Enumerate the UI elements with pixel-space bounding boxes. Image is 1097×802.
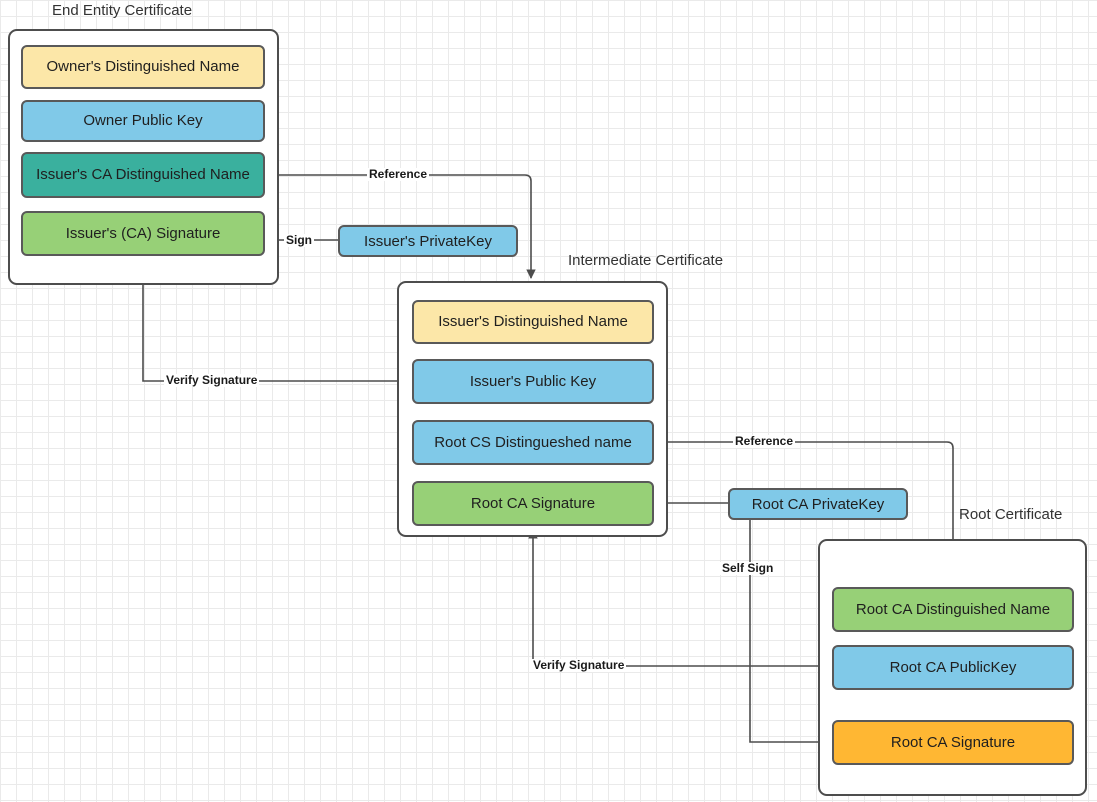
- edge-label-reference-top: Reference: [367, 167, 430, 182]
- root-ca-private-key-box[interactable]: Root CA PrivateKey: [728, 488, 908, 520]
- root-ca-signature-intermediate-label: Root CA Signature: [470, 494, 596, 512]
- edge-label-sign: Sign: [284, 233, 314, 248]
- root-cs-distingueshed-name-field[interactable]: Root CS Distingueshed name: [412, 420, 654, 465]
- root-ca-public-key-label: Root CA PublicKey: [889, 658, 1017, 676]
- edge-label-verify-signature-top: Verify Signature: [164, 373, 260, 388]
- connector-verify-signature-bottom: [528, 529, 832, 667]
- root-certificate-caption: Root Certificate: [959, 506, 1063, 523]
- root-ca-distinguished-name-label: Root CA Distinguished Name: [855, 600, 1051, 618]
- issuers-private-key-label: Issuer's PrivateKey: [364, 232, 492, 250]
- end-entity-certificate-caption: End Entity Certificate: [52, 2, 193, 19]
- issuer-ca-signature-field[interactable]: Issuer's (CA) Signature: [21, 211, 265, 256]
- root-ca-signature-label: Root CA Signature: [890, 733, 1016, 751]
- issuer-ca-distinguished-name-label: Issuer's CA Distinguished Name: [36, 166, 250, 184]
- connector-self-sign: [749, 520, 829, 747]
- issuers-private-key-box[interactable]: Issuer's PrivateKey: [338, 225, 518, 257]
- edge-label-self-sign: Self Sign: [720, 561, 776, 576]
- intermediate-certificate-caption: Intermediate Certificate: [568, 252, 724, 269]
- owner-public-key-label: Owner Public Key: [83, 112, 203, 130]
- owner-public-key-field[interactable]: Owner Public Key: [21, 100, 265, 142]
- edge-label-reference-bottom: Reference: [733, 434, 796, 449]
- issuer-public-key-field[interactable]: Issuer's Public Key: [412, 359, 654, 404]
- issuer-ca-signature-label: Issuer's (CA) Signature: [65, 224, 221, 242]
- root-ca-signature-intermediate-field[interactable]: Root CA Signature: [412, 481, 654, 526]
- issuer-distinguished-name-label: Issuer's Distinguished Name: [438, 313, 628, 331]
- issuer-distinguished-name-field[interactable]: Issuer's Distinguished Name: [412, 300, 654, 344]
- root-ca-private-key-label: Root CA PrivateKey: [751, 495, 885, 513]
- issuer-public-key-label: Issuer's Public Key: [469, 372, 597, 390]
- root-cs-distingueshed-name-label: Root CS Distingueshed name: [434, 433, 632, 451]
- issuer-ca-distinguished-name-field[interactable]: Issuer's CA Distinguished Name: [21, 152, 265, 198]
- root-ca-distinguished-name-field[interactable]: Root CA Distinguished Name: [832, 587, 1074, 632]
- root-ca-public-key-field[interactable]: Root CA PublicKey: [832, 645, 1074, 690]
- owner-distinguished-name-label: Owner's Distinguished Name: [46, 58, 240, 76]
- owner-distinguished-name-field[interactable]: Owner's Distinguished Name: [21, 45, 265, 89]
- root-ca-signature-field[interactable]: Root CA Signature: [832, 720, 1074, 765]
- edge-label-verify-signature-bottom: Verify Signature: [531, 658, 627, 673]
